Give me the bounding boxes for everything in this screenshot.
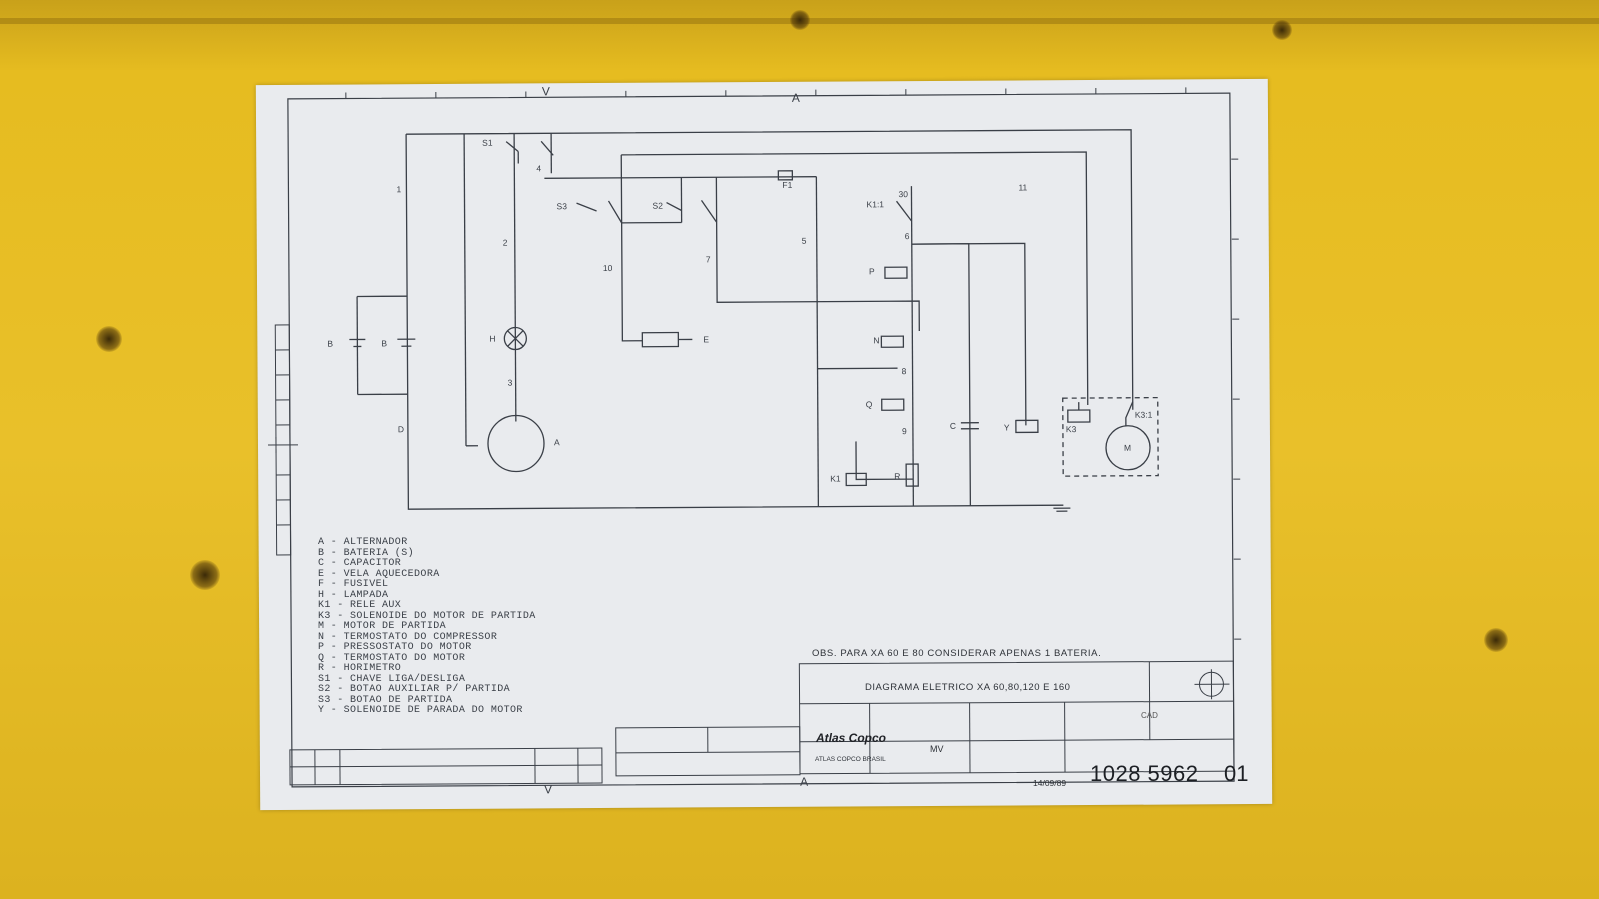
border-mark-a-top: A	[792, 91, 800, 105]
label-q: Q	[866, 399, 873, 409]
label-n: N	[873, 335, 879, 345]
label-r: R	[894, 471, 900, 481]
wire-5: 5	[802, 236, 807, 246]
label-k1-1: K1:1	[867, 199, 885, 209]
wires	[356, 129, 1134, 510]
switch-s3	[576, 200, 623, 224]
glow-plug-e	[641, 331, 693, 348]
legend-item: S1 - CHAVE LIGA/DESLIGA	[318, 673, 466, 685]
legend-item: S3 - BOTAO DE PARTIDA	[318, 694, 453, 706]
label-s2: S2	[653, 201, 664, 211]
legend-item: Y - SOLENOIDE DE PARADA DO MOTOR	[318, 705, 523, 716]
border-mark-v-top: V	[542, 84, 550, 98]
atlas-copco-logo: Atlas Copco	[816, 731, 887, 745]
panel-rivet	[1272, 20, 1292, 40]
left-scale	[274, 324, 292, 556]
starter-motor-group	[1062, 396, 1159, 477]
label-b1: B	[327, 339, 333, 349]
legend-item: R - HORIMETRO	[318, 663, 402, 674]
wire-10: 10	[603, 263, 613, 273]
border-mark-v-bottom: V	[544, 782, 552, 796]
legend-item: P - PRESSOSTATO DO MOTOR	[318, 642, 472, 653]
ground-symbol	[1053, 507, 1071, 512]
schematic-sheet: S1 S3 S2 F1 K1:1 30 P N Q K1 R C Y K3 K3…	[255, 78, 1273, 811]
lamp-h	[503, 326, 527, 351]
label-30: 30	[898, 189, 908, 199]
wire-11: 11	[1018, 182, 1027, 192]
switch-s1	[505, 140, 554, 164]
legend-item: B - BATERIA (S)	[318, 547, 415, 559]
fuse-f1	[777, 170, 794, 181]
wire-9: 9	[902, 426, 907, 436]
wire-d: D	[398, 424, 404, 434]
legend-item: E - VELA AQUECEDORA	[318, 568, 440, 580]
battery-note: OBS. PARA XA 60 E 80 CONSIDERAR APENAS 1…	[812, 648, 1102, 659]
wire-6: 6	[905, 231, 910, 241]
legend-item: F - FUSIVEL	[318, 579, 389, 590]
legend-item: N - TERMOSTATO DO COMPRESSOR	[318, 631, 498, 643]
panel-rivet	[190, 560, 220, 590]
wiring-diagram: S1 S3 S2 F1 K1:1 30 P N Q K1 R C Y K3 K3…	[267, 84, 1242, 796]
termostato-q	[881, 398, 905, 411]
label-s1: S1	[482, 138, 493, 148]
label-m: M	[1124, 443, 1131, 453]
wire-3: 3	[508, 378, 513, 388]
pressostato-p	[884, 266, 908, 279]
label-b2: B	[381, 338, 387, 348]
wire-7: 7	[706, 254, 711, 264]
legend-item: K3 - SOLENOIDE DO MOTOR DE PARTIDA	[318, 610, 536, 622]
label-k3: K3	[1066, 424, 1077, 434]
legend-item: K1 - RELE AUX	[318, 600, 402, 611]
legend-item: C - CAPACITOR	[318, 558, 402, 569]
label-k1: K1	[830, 474, 841, 484]
label-y: Y	[1004, 422, 1010, 432]
border-mark-a-bottom: A	[800, 775, 808, 789]
wire-4: 4	[536, 163, 541, 173]
label-k3-1: K3:1	[1135, 410, 1153, 420]
wire-2: 2	[503, 238, 508, 248]
label-c: C	[950, 421, 956, 431]
label-a: A	[554, 437, 560, 447]
drawing-number: 1028 5962	[1090, 761, 1199, 786]
label-h: H	[489, 334, 495, 344]
panel-rivet	[96, 326, 122, 352]
hour-meter-r	[905, 463, 919, 487]
cad-mark: CAD	[1141, 711, 1158, 720]
company-name: ATLAS COPCO BRASIL	[815, 756, 886, 763]
label-e: E	[703, 334, 709, 344]
panel-rivet	[790, 10, 810, 30]
legend-item: M - MOTOR DE PARTIDA	[318, 621, 447, 632]
capacitor-c	[960, 422, 979, 430]
drawing-title: DIAGRAMA ELETRICO XA 60,80,120 E 160	[865, 682, 1071, 693]
legend-item: A - ALTERNADOR	[318, 537, 408, 548]
alternator-a	[487, 414, 545, 473]
relay-coil-k1	[845, 472, 867, 487]
label-p: P	[869, 266, 875, 276]
label-f1: F1	[782, 180, 792, 190]
frame-ticks	[267, 87, 1242, 640]
legend-item: H - LAMPADA	[318, 589, 389, 601]
drawn-by: MV	[930, 744, 944, 754]
solenoid-y	[1015, 419, 1039, 434]
wire-1: 1	[396, 184, 401, 194]
title-block-lines	[289, 660, 1235, 786]
panel-rivet	[1484, 628, 1508, 652]
relay-contact-k1	[895, 200, 913, 222]
label-s3: S3	[557, 201, 568, 211]
legend-item: Q - TERMOSTATO DO MOTOR	[318, 652, 466, 664]
wire-8: 8	[902, 366, 907, 376]
switch-s2	[666, 200, 718, 223]
legend-item: S2 - BOTAO AUXILIAR P/ PARTIDA	[318, 684, 511, 695]
termostato-n	[880, 335, 905, 348]
drawing-revision: 01	[1224, 761, 1249, 786]
drawing-date: 14/09/89	[1033, 778, 1067, 788]
battery-b	[349, 338, 416, 348]
